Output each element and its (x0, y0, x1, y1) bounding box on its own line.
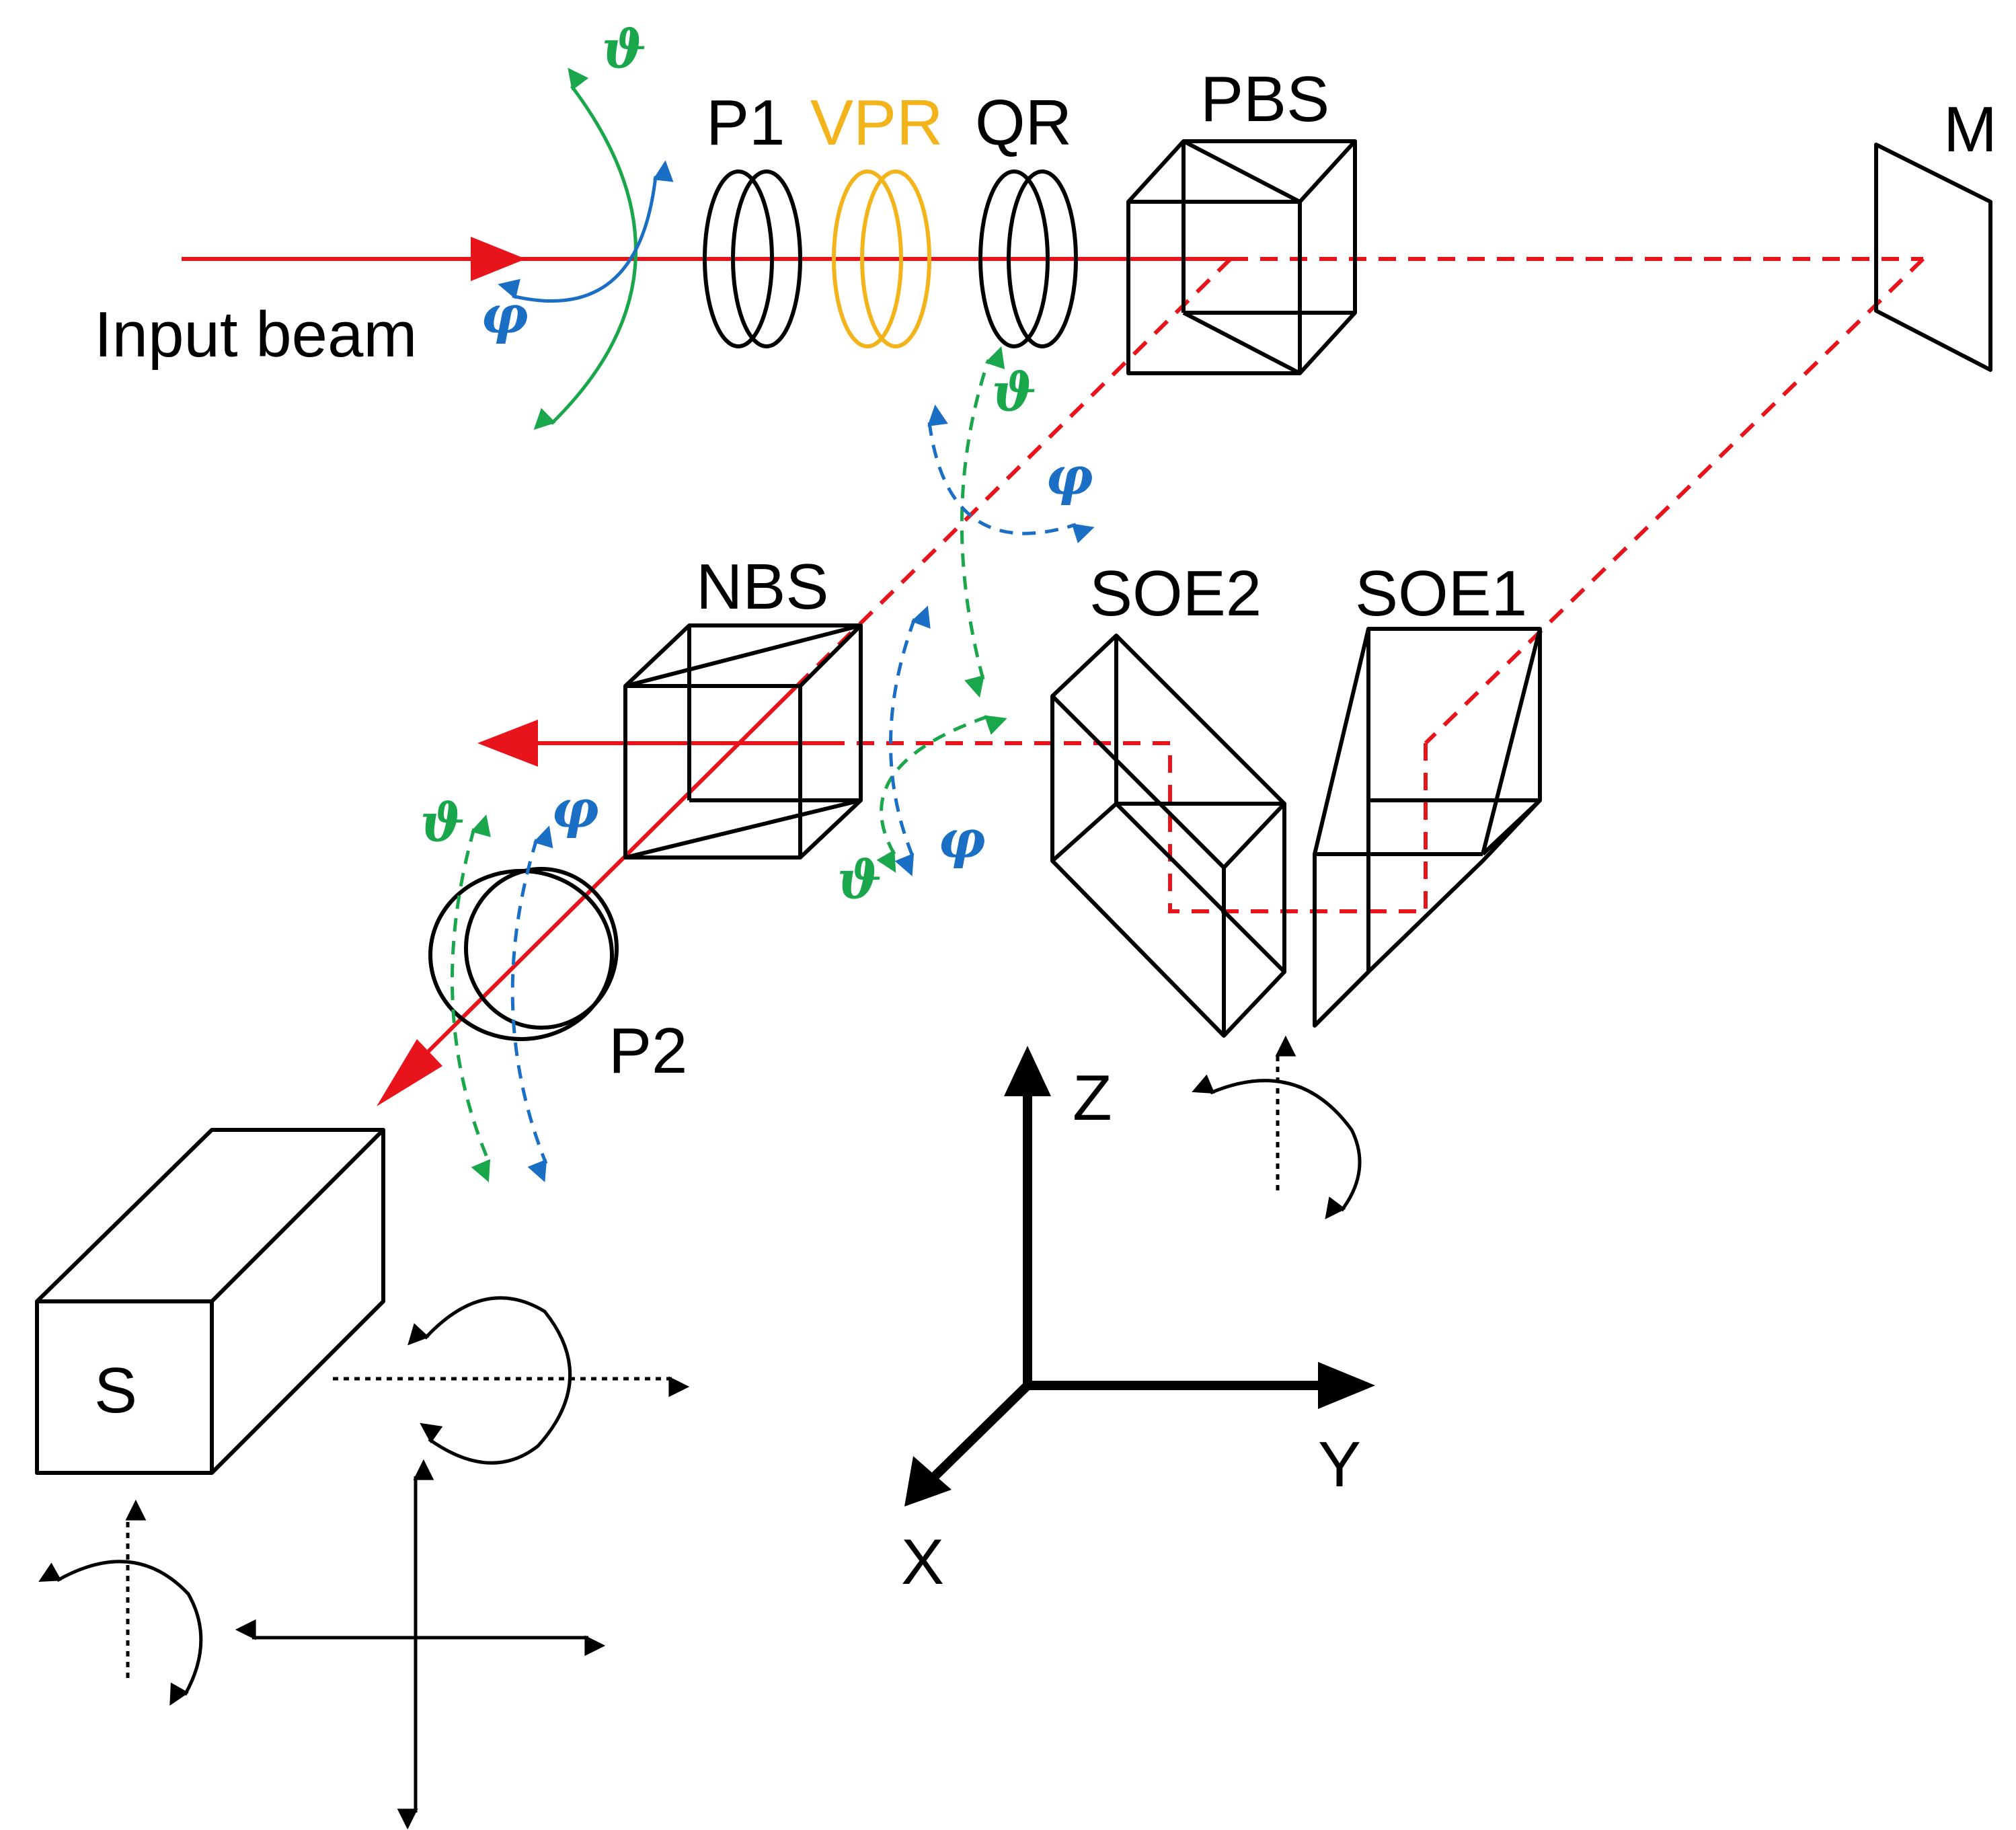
y-axis-label: Y (1318, 1428, 1361, 1500)
p2-label: P2 (609, 1015, 687, 1087)
vpr-label: VPR (810, 87, 943, 159)
spatial-optical-element-1 (1313, 627, 1542, 1028)
p2-theta-label: ϑ (420, 792, 465, 853)
p2-theta-arrow (450, 814, 492, 1182)
sample-translation-cross (235, 1459, 606, 1830)
soe-loop-beam (827, 741, 1428, 913)
sample-rotation-y (333, 1296, 690, 1465)
qr-theta-label: ϑ (992, 362, 1036, 423)
sample-s (35, 1128, 385, 1475)
input-beam-arrowhead (471, 237, 526, 281)
x-axis-label: X (901, 1526, 944, 1598)
m-label: M (1943, 93, 1997, 165)
input-phi-label: φ (481, 284, 529, 346)
nbs-theta-arrow (876, 714, 1007, 873)
qr-phi-label: φ (1046, 446, 1093, 507)
y-axis-arrowhead (1318, 1362, 1375, 1409)
non-polarizing-beam-splitter (623, 623, 863, 860)
sample-rotation-z (38, 1499, 203, 1706)
polarizing-beam-splitter (1126, 139, 1357, 375)
sample-label: S (94, 1355, 137, 1426)
p2-rotation-arrows (450, 814, 553, 1182)
input-beam-label: Input beam (94, 299, 417, 371)
quarter-wave-retarder (978, 169, 1078, 348)
qr-label: QR (975, 87, 1072, 159)
z-axis-label: Z (1073, 1062, 1112, 1134)
labels: Input beam P1 VPR QR PBS M NBS SOE2 SOE1… (94, 19, 1997, 1598)
mirror-to-soe1-beam (1424, 257, 1925, 745)
p2-phi-arrow (510, 825, 553, 1182)
input-theta-arrow (533, 67, 637, 430)
soe-rotation-stage (1192, 1035, 1362, 1220)
pbs-label: PBS (1200, 63, 1329, 135)
beam-paths (182, 237, 1925, 1106)
variable-phase-retarder (832, 169, 931, 348)
qr-phi-arrow (927, 404, 1095, 543)
mirror-m (1874, 143, 1992, 372)
soe1-label: SOE1 (1355, 558, 1527, 630)
input-theta-label: ϑ (602, 19, 646, 80)
input-phi-arrow (498, 160, 674, 303)
qr-rotation-arrows (927, 346, 1095, 698)
nbs-theta-label: ϑ (837, 849, 882, 911)
x-axis-arrowhead (904, 1456, 952, 1507)
p1-label: P1 (706, 87, 785, 159)
p2-phi-label: φ (551, 779, 599, 840)
soe2-label: SOE2 (1089, 558, 1262, 630)
sample-beam-arrowhead (377, 1039, 442, 1106)
nbs-label: NBS (696, 551, 828, 623)
polarizer-p1 (703, 169, 802, 348)
z-axis-arrowhead (1004, 1046, 1051, 1096)
nbs-rotation-arrows (876, 605, 1007, 876)
input-rotation-arrows (498, 67, 674, 430)
coordinate-axes (904, 1046, 1375, 1507)
nbs-output-arrowhead (477, 720, 538, 767)
nbs-to-sample-beam (401, 684, 799, 1078)
spatial-optical-element-2 (1050, 634, 1286, 1038)
x-axis-line (928, 1381, 1031, 1484)
nbs-phi-arrow (889, 605, 931, 876)
nbs-phi-label: φ (938, 809, 986, 870)
